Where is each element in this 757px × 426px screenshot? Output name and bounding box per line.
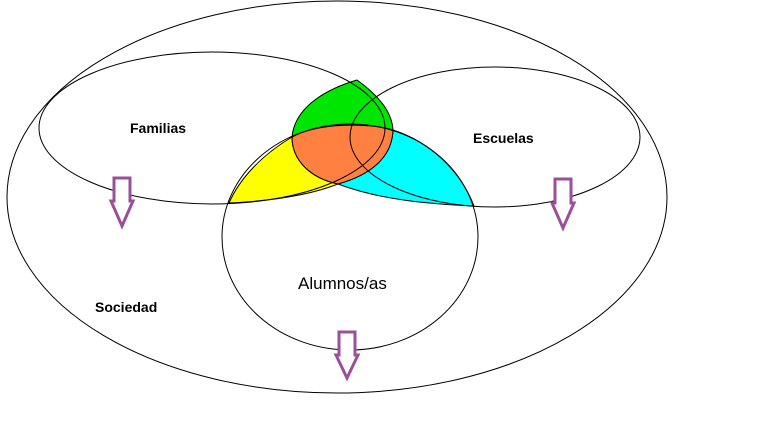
escuelas-label: Escuelas [473,130,534,146]
sociedad-label: Sociedad [95,299,158,315]
alumnos-label: Alumnos/as [298,274,387,293]
arrow-down-icon [108,176,136,230]
familias-label: Familias [130,120,187,136]
escuelas-ellipse [349,66,641,208]
region-all-three [291,124,394,185]
sociedad-ellipse [6,0,668,394]
arrow-down-icon [549,177,577,232]
arrow-down-icon [333,330,361,382]
